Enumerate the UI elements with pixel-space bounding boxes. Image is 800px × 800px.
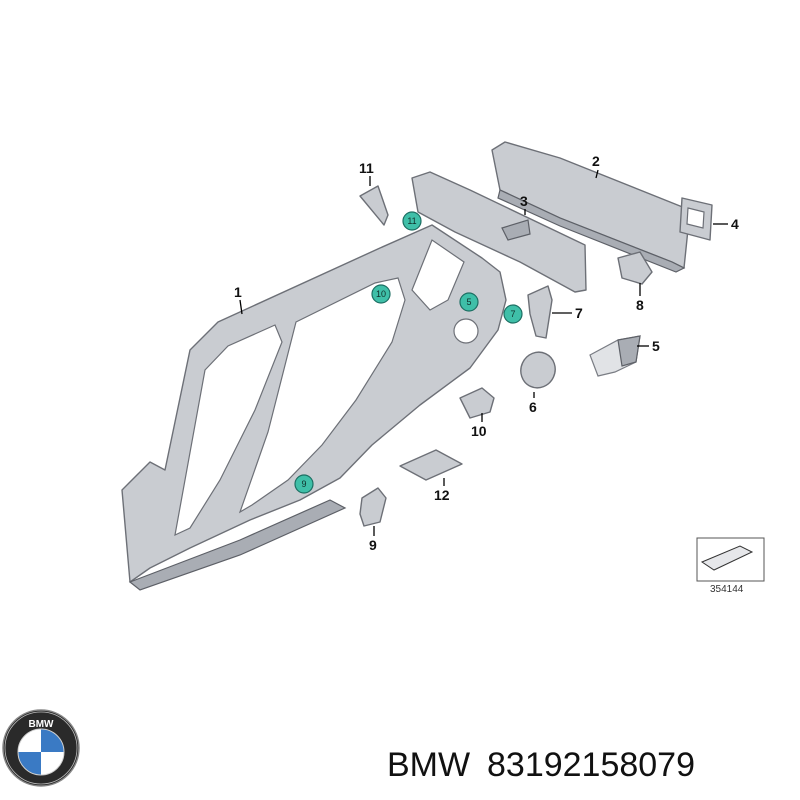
plate-part-12 [399, 449, 463, 481]
crossmember-part [411, 171, 587, 293]
callout-1: 1 [234, 284, 242, 300]
callout-3: 3 [520, 193, 528, 209]
bracket-part-4 [679, 197, 713, 241]
side-frame-part [121, 224, 507, 591]
bracket-part-9 [359, 487, 387, 527]
callout-8: 8 [636, 297, 644, 313]
brand-name: BMW [387, 746, 470, 784]
marker-11: 11 [402, 211, 422, 231]
marker-7: 7 [503, 304, 523, 324]
callout-6: 6 [529, 399, 537, 415]
svg-text:10: 10 [376, 289, 386, 299]
bmw-logo-icon: BMW [2, 709, 80, 787]
bracket-part-5 [589, 335, 641, 377]
callout-9: 9 [369, 537, 377, 553]
reference-arrow-icon [700, 545, 754, 571]
reference-box: 354144 [696, 537, 765, 595]
bracket-part-7 [527, 285, 553, 339]
callout-12: 12 [434, 487, 450, 503]
callout-5: 5 [652, 338, 660, 354]
leader-lines [239, 169, 728, 536]
callout-10: 10 [471, 423, 487, 439]
reference-number: 354144 [710, 584, 744, 595]
svg-text:11: 11 [407, 216, 416, 226]
callout-labels: 1 2 3 4 5 6 7 8 9 10 11 12 [234, 153, 739, 553]
fuel-flap-part [520, 351, 556, 389]
callout-4: 4 [731, 216, 739, 232]
bracket-part-10 [459, 387, 495, 419]
callout-2: 2 [592, 153, 600, 169]
svg-text:5: 5 [466, 297, 471, 307]
marker-9: 9 [294, 474, 314, 494]
svg-text:9: 9 [301, 479, 306, 489]
marker-10: 10 [371, 284, 391, 304]
marker-5: 5 [459, 292, 479, 312]
callout-11: 11 [359, 160, 374, 176]
bracket-part-11 [359, 185, 389, 226]
part-caption: BMW 83192158079 [387, 746, 695, 784]
svg-text:7: 7 [510, 309, 515, 319]
bmw-logo-lettering: BMW [29, 719, 55, 730]
part-number: 83192158079 [487, 746, 695, 784]
rear-panel-part [491, 141, 691, 273]
callout-7: 7 [575, 305, 583, 321]
bracket-part-8 [617, 251, 653, 285]
